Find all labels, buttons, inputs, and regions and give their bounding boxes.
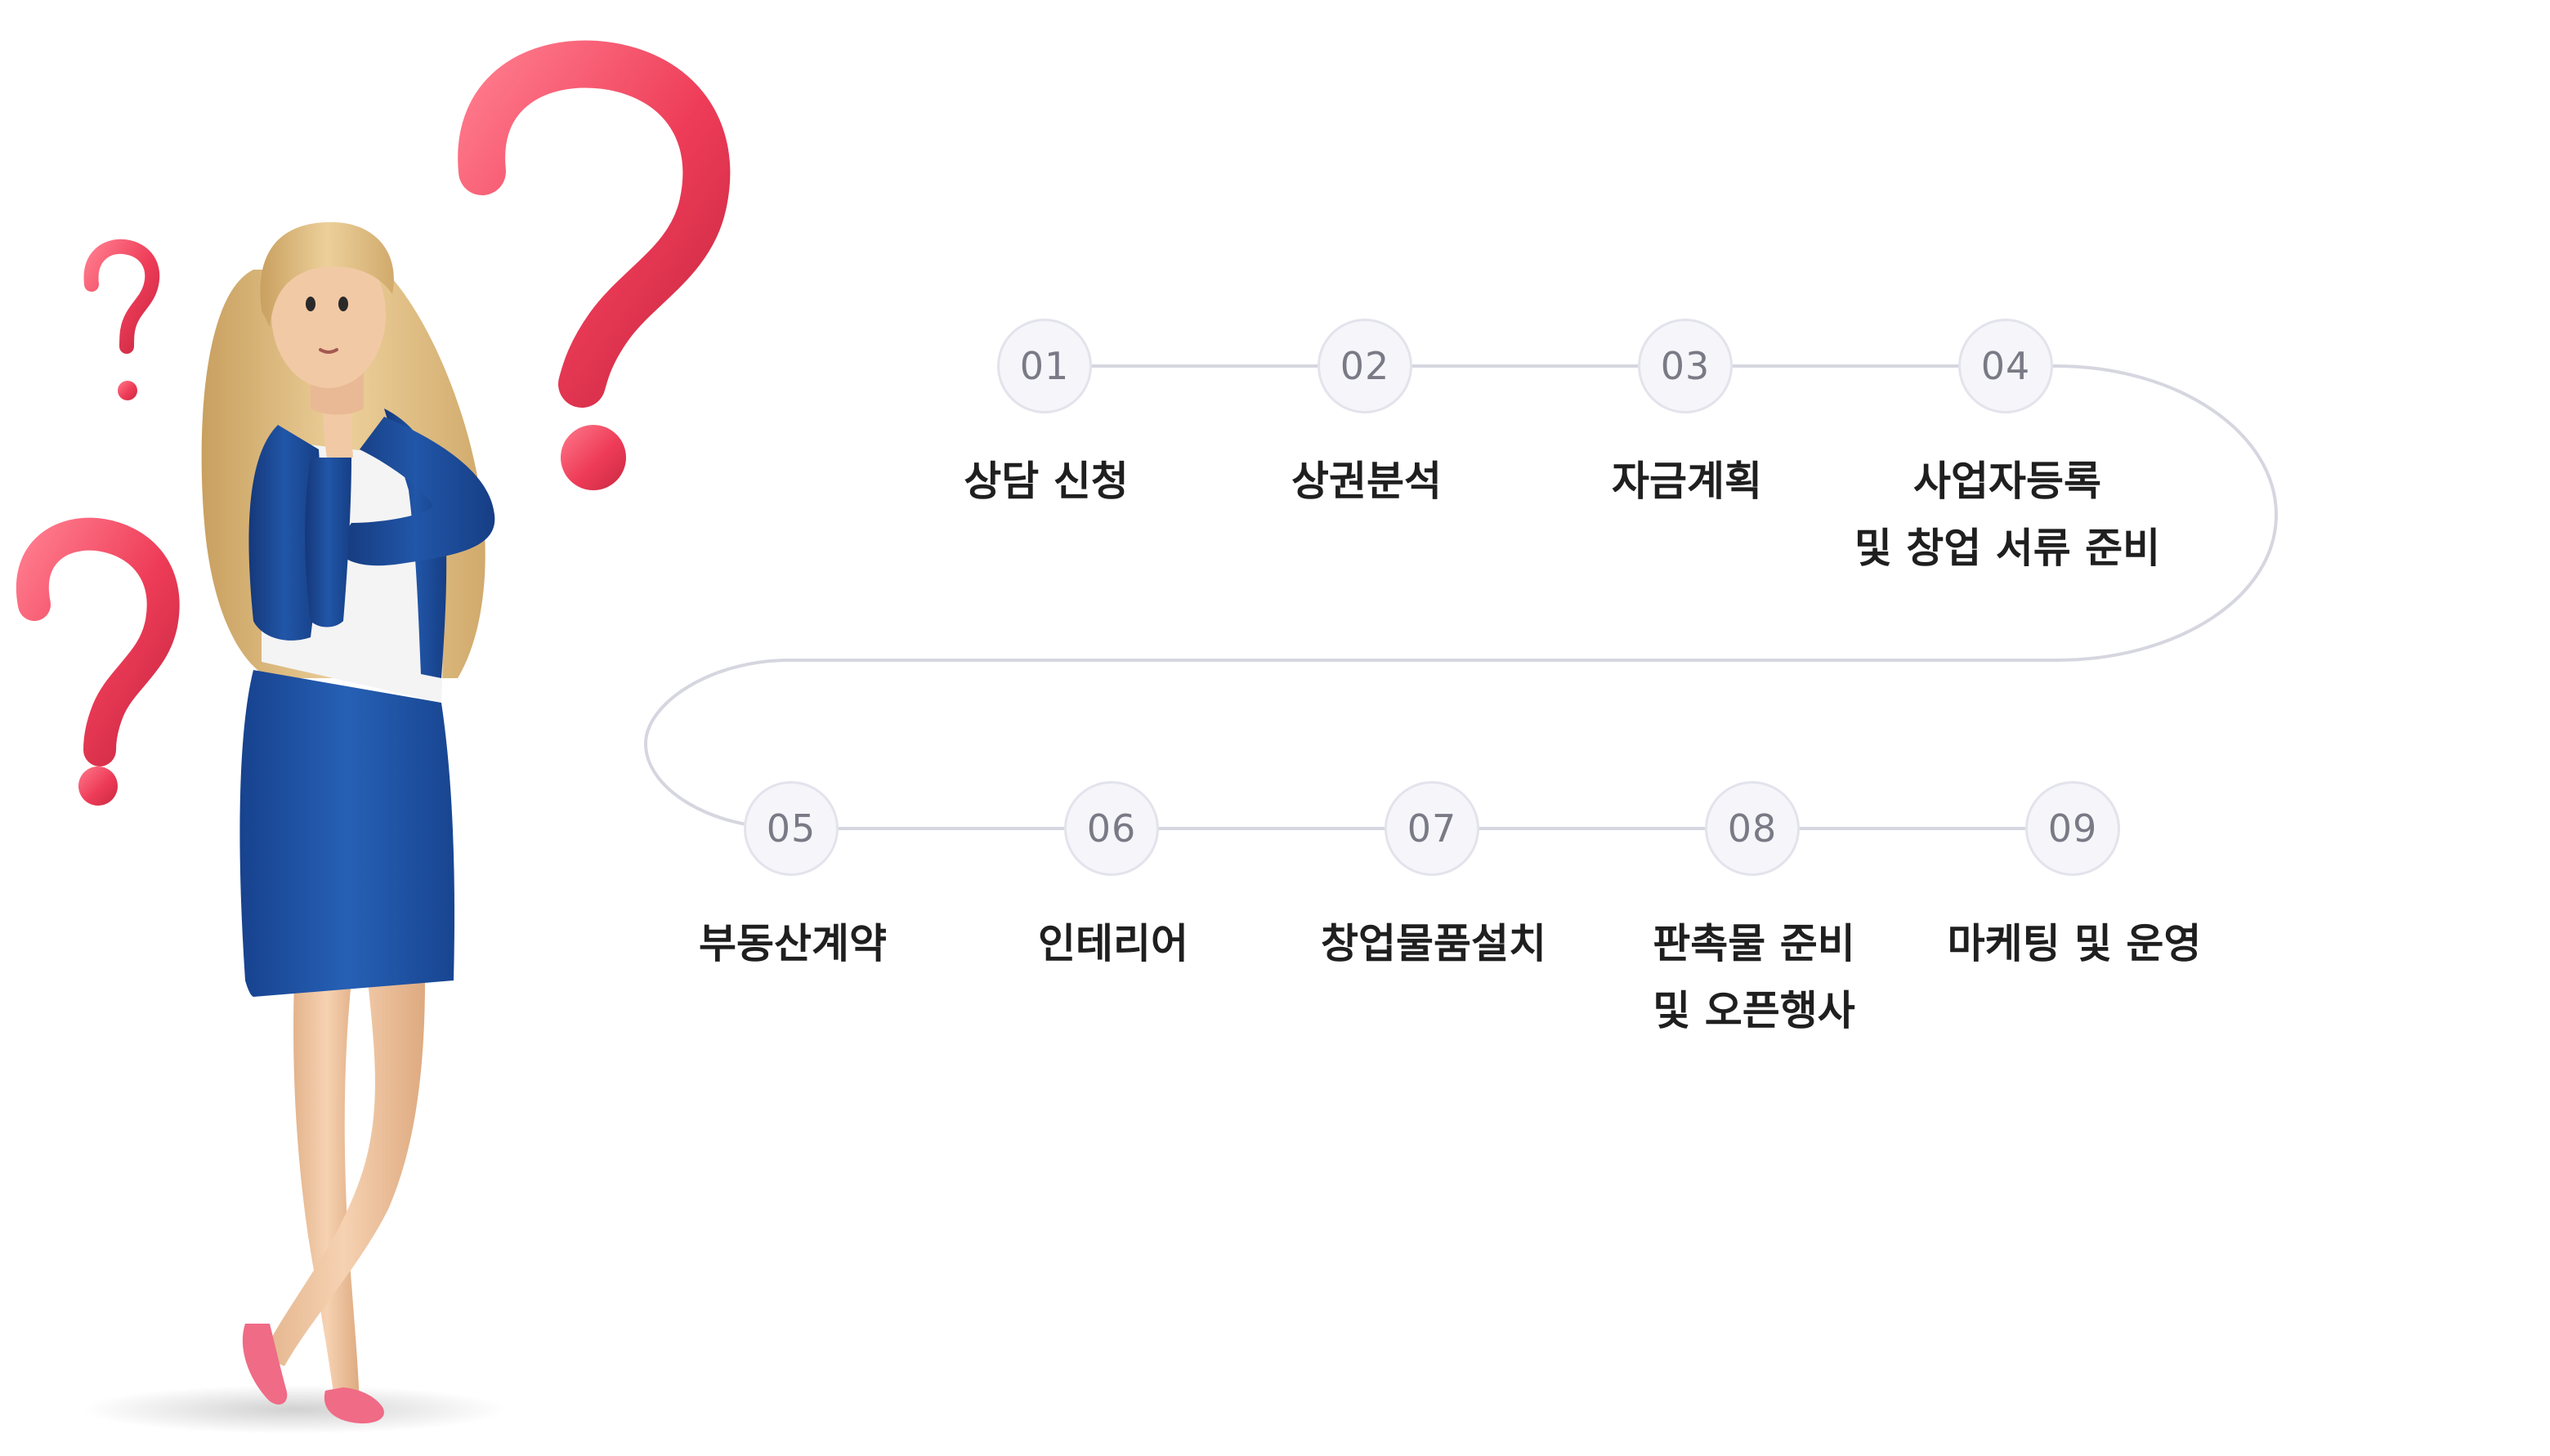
shoe-right — [324, 1387, 384, 1424]
step-number-badge: 06 — [1064, 781, 1159, 876]
step-label-line: 부동산계약 — [699, 920, 887, 967]
step-label: 창업물품설치 — [1270, 910, 1597, 977]
shoe-left — [242, 1324, 288, 1405]
step-number-badge: 05 — [744, 781, 839, 876]
step-label: 마케팅 및 운영 — [1911, 910, 2238, 977]
leg-left — [262, 980, 425, 1366]
question-mark-icon — [16, 517, 180, 806]
step-label-line: 및 오픈행사 — [1653, 987, 1855, 1034]
step-label: 판촉물 준비 및 오픈행사 — [1590, 910, 1917, 1044]
eye-right — [338, 297, 348, 311]
step-label-line: 인테리어 — [1038, 920, 1188, 967]
step-label-line: 판촉물 준비 — [1653, 920, 1855, 967]
step-label-line: 마케팅 및 운영 — [1947, 920, 2202, 967]
step-label-line: 및 창업 서류 준비 — [1854, 525, 2161, 572]
step-number-badge: 04 — [1958, 319, 2053, 413]
question-mark-icon — [83, 239, 160, 400]
connector-path — [643, 364, 2279, 830]
step-label: 부동산계약 — [629, 910, 956, 977]
step-label-line: 상담 신청 — [964, 458, 1129, 505]
step-label: 상담 신청 — [883, 448, 1210, 515]
skirt — [239, 670, 455, 997]
step-label-line: 창업물품설치 — [1321, 920, 1546, 967]
question-mark-icon — [458, 40, 731, 490]
ground-shadow — [82, 1385, 507, 1434]
head — [271, 241, 386, 388]
step-number-badge: 02 — [1318, 319, 1412, 413]
step-number-badge: 01 — [997, 319, 1092, 413]
thinking-woman-illustration — [16, 40, 731, 1434]
step-label-line: 상권분석 — [1291, 458, 1442, 505]
step-label-line: 사업자등록 — [1913, 458, 2101, 505]
step-number-badge: 07 — [1385, 781, 1479, 876]
step-number-badge: 03 — [1638, 319, 1733, 413]
leg-right — [293, 980, 360, 1405]
step-number-badge: 09 — [2025, 781, 2120, 876]
step-number-badge: 08 — [1705, 781, 1800, 876]
eye-left — [306, 297, 315, 311]
hair-top — [260, 221, 394, 327]
arm-crossed — [335, 417, 495, 566]
mouth — [319, 348, 338, 354]
arm-raised — [305, 458, 351, 628]
step-label: 상권분석 — [1203, 448, 1530, 515]
jacket-left — [248, 425, 320, 641]
step-label-line: 자금계획 — [1612, 458, 1762, 505]
step-label: 사업자등록 및 창업 서류 준비 — [1844, 448, 2171, 582]
step-label: 자금계획 — [1523, 448, 1850, 515]
step-label: 인테리어 — [950, 910, 1277, 977]
